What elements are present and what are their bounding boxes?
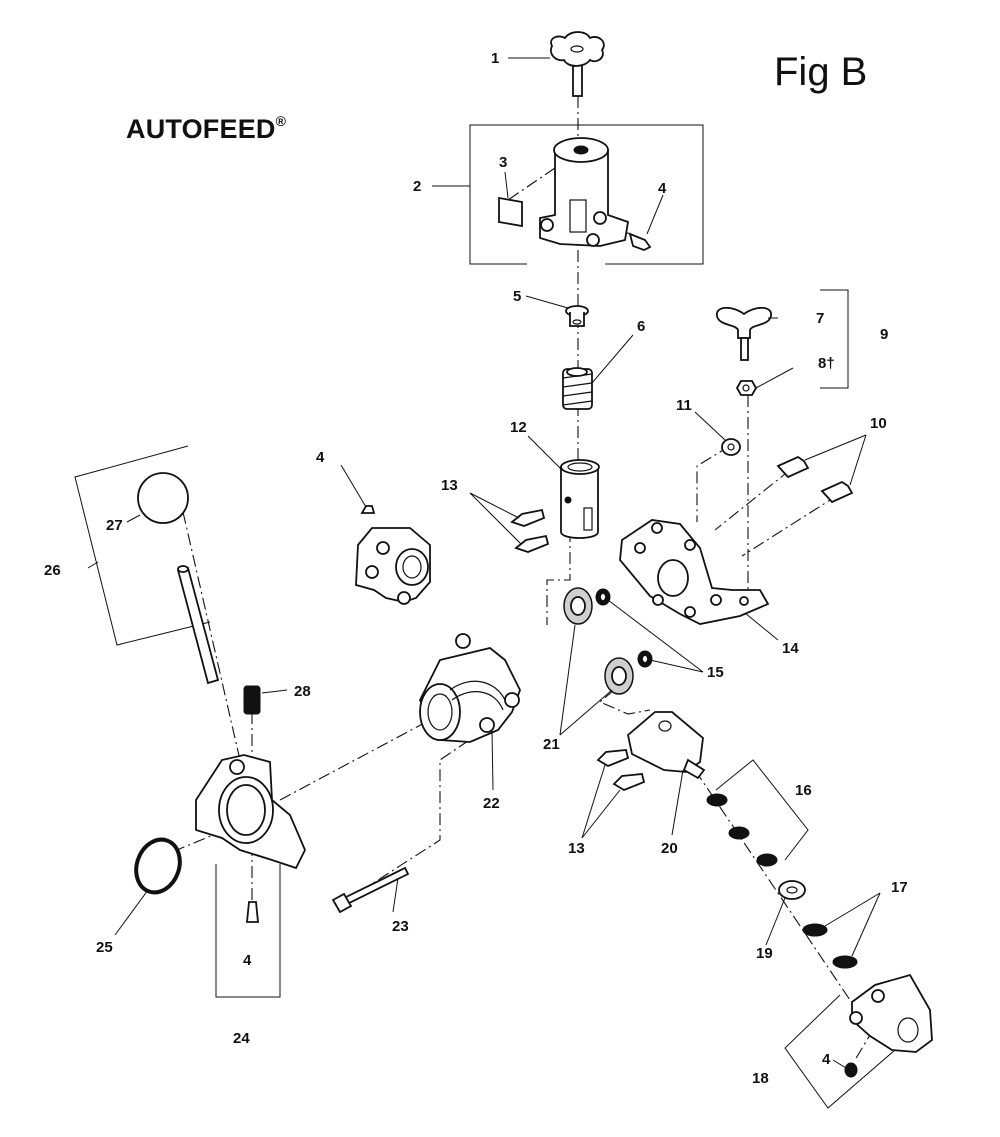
callout-13-upper: 13 [441, 477, 458, 494]
part-25-o-ring [134, 837, 182, 895]
callout-12: 12 [510, 419, 527, 436]
part-1-star-knob [550, 31, 605, 97]
callout-8: 8† [818, 355, 835, 372]
part-22-shaft-housing [418, 633, 521, 743]
part-19-collar [778, 880, 806, 900]
part-24-main-bracket [195, 754, 306, 923]
callout-17: 17 [891, 879, 908, 896]
callout-27: 27 [106, 517, 123, 534]
callout-9: 9 [880, 326, 888, 343]
registered-mark: ® [275, 113, 287, 129]
part-4-clamp-block [355, 505, 431, 605]
callout-4-bottom: 4 [243, 952, 252, 969]
callout-6: 6 [637, 318, 645, 335]
callout-23: 23 [392, 918, 409, 935]
part-6-spring [562, 367, 593, 410]
callout-24: 24 [233, 1030, 250, 1047]
callout-2: 2 [413, 178, 421, 195]
callout-28: 28 [294, 683, 311, 700]
part-5-bushing [565, 305, 589, 327]
callout-22: 22 [483, 795, 500, 812]
part-8-hex-nut [735, 380, 758, 396]
part-11-nut [721, 438, 741, 456]
callout-1: 1 [491, 50, 499, 67]
callout-19: 19 [756, 945, 773, 962]
callout-5: 5 [513, 288, 521, 305]
part-27-ball [137, 472, 189, 524]
callout-10: 10 [870, 415, 887, 432]
part-7-tee-handle [716, 306, 772, 361]
part-21-bearings [563, 587, 634, 695]
callout-15: 15 [707, 664, 724, 681]
part-13-screws-lower [596, 749, 646, 792]
callout-20: 20 [661, 840, 678, 857]
part-17-washers [802, 923, 858, 969]
callout-4-lower-right: 4 [822, 1051, 831, 1068]
part-13-screws-upper [510, 508, 550, 553]
part-18-end-block [844, 973, 933, 1078]
figure-title: Fig B [774, 50, 868, 94]
brand-name: AUTOFEED [126, 114, 276, 144]
callout-labels: 1 2 3 4 5 6 7 8† 9 10 11 12 13 4 14 15 2… [44, 50, 908, 1087]
callout-26: 26 [44, 562, 61, 579]
callout-16: 16 [795, 782, 812, 799]
callout-18: 18 [752, 1070, 769, 1087]
leader-lines [87, 57, 881, 1069]
callout-25: 25 [96, 939, 113, 956]
part-20-eccentric-block [627, 711, 706, 780]
callout-4-left: 4 [316, 449, 325, 466]
brand-logo: AUTOFEED® [126, 113, 286, 145]
callout-21: 21 [543, 736, 560, 753]
part-28-set-screw [243, 685, 261, 715]
callout-3: 3 [499, 154, 507, 171]
part-26-lever-rod [176, 565, 220, 685]
part-2-top-housing [498, 137, 652, 251]
callout-11: 11 [676, 397, 692, 414]
part-12-sleeve [560, 459, 600, 539]
part-15-washers [595, 588, 653, 668]
callout-13-lower: 13 [568, 840, 585, 857]
part-16-washer-stack [706, 793, 778, 867]
center-lines [164, 96, 886, 1061]
part-23-bolt [331, 866, 410, 914]
part-10-screws [776, 455, 854, 504]
callout-7: 7 [816, 310, 824, 327]
part-14-mounting-plate [619, 519, 770, 625]
callout-14: 14 [782, 640, 799, 657]
group-brackets [74, 124, 896, 1109]
callout-4-top: 4 [658, 180, 667, 197]
